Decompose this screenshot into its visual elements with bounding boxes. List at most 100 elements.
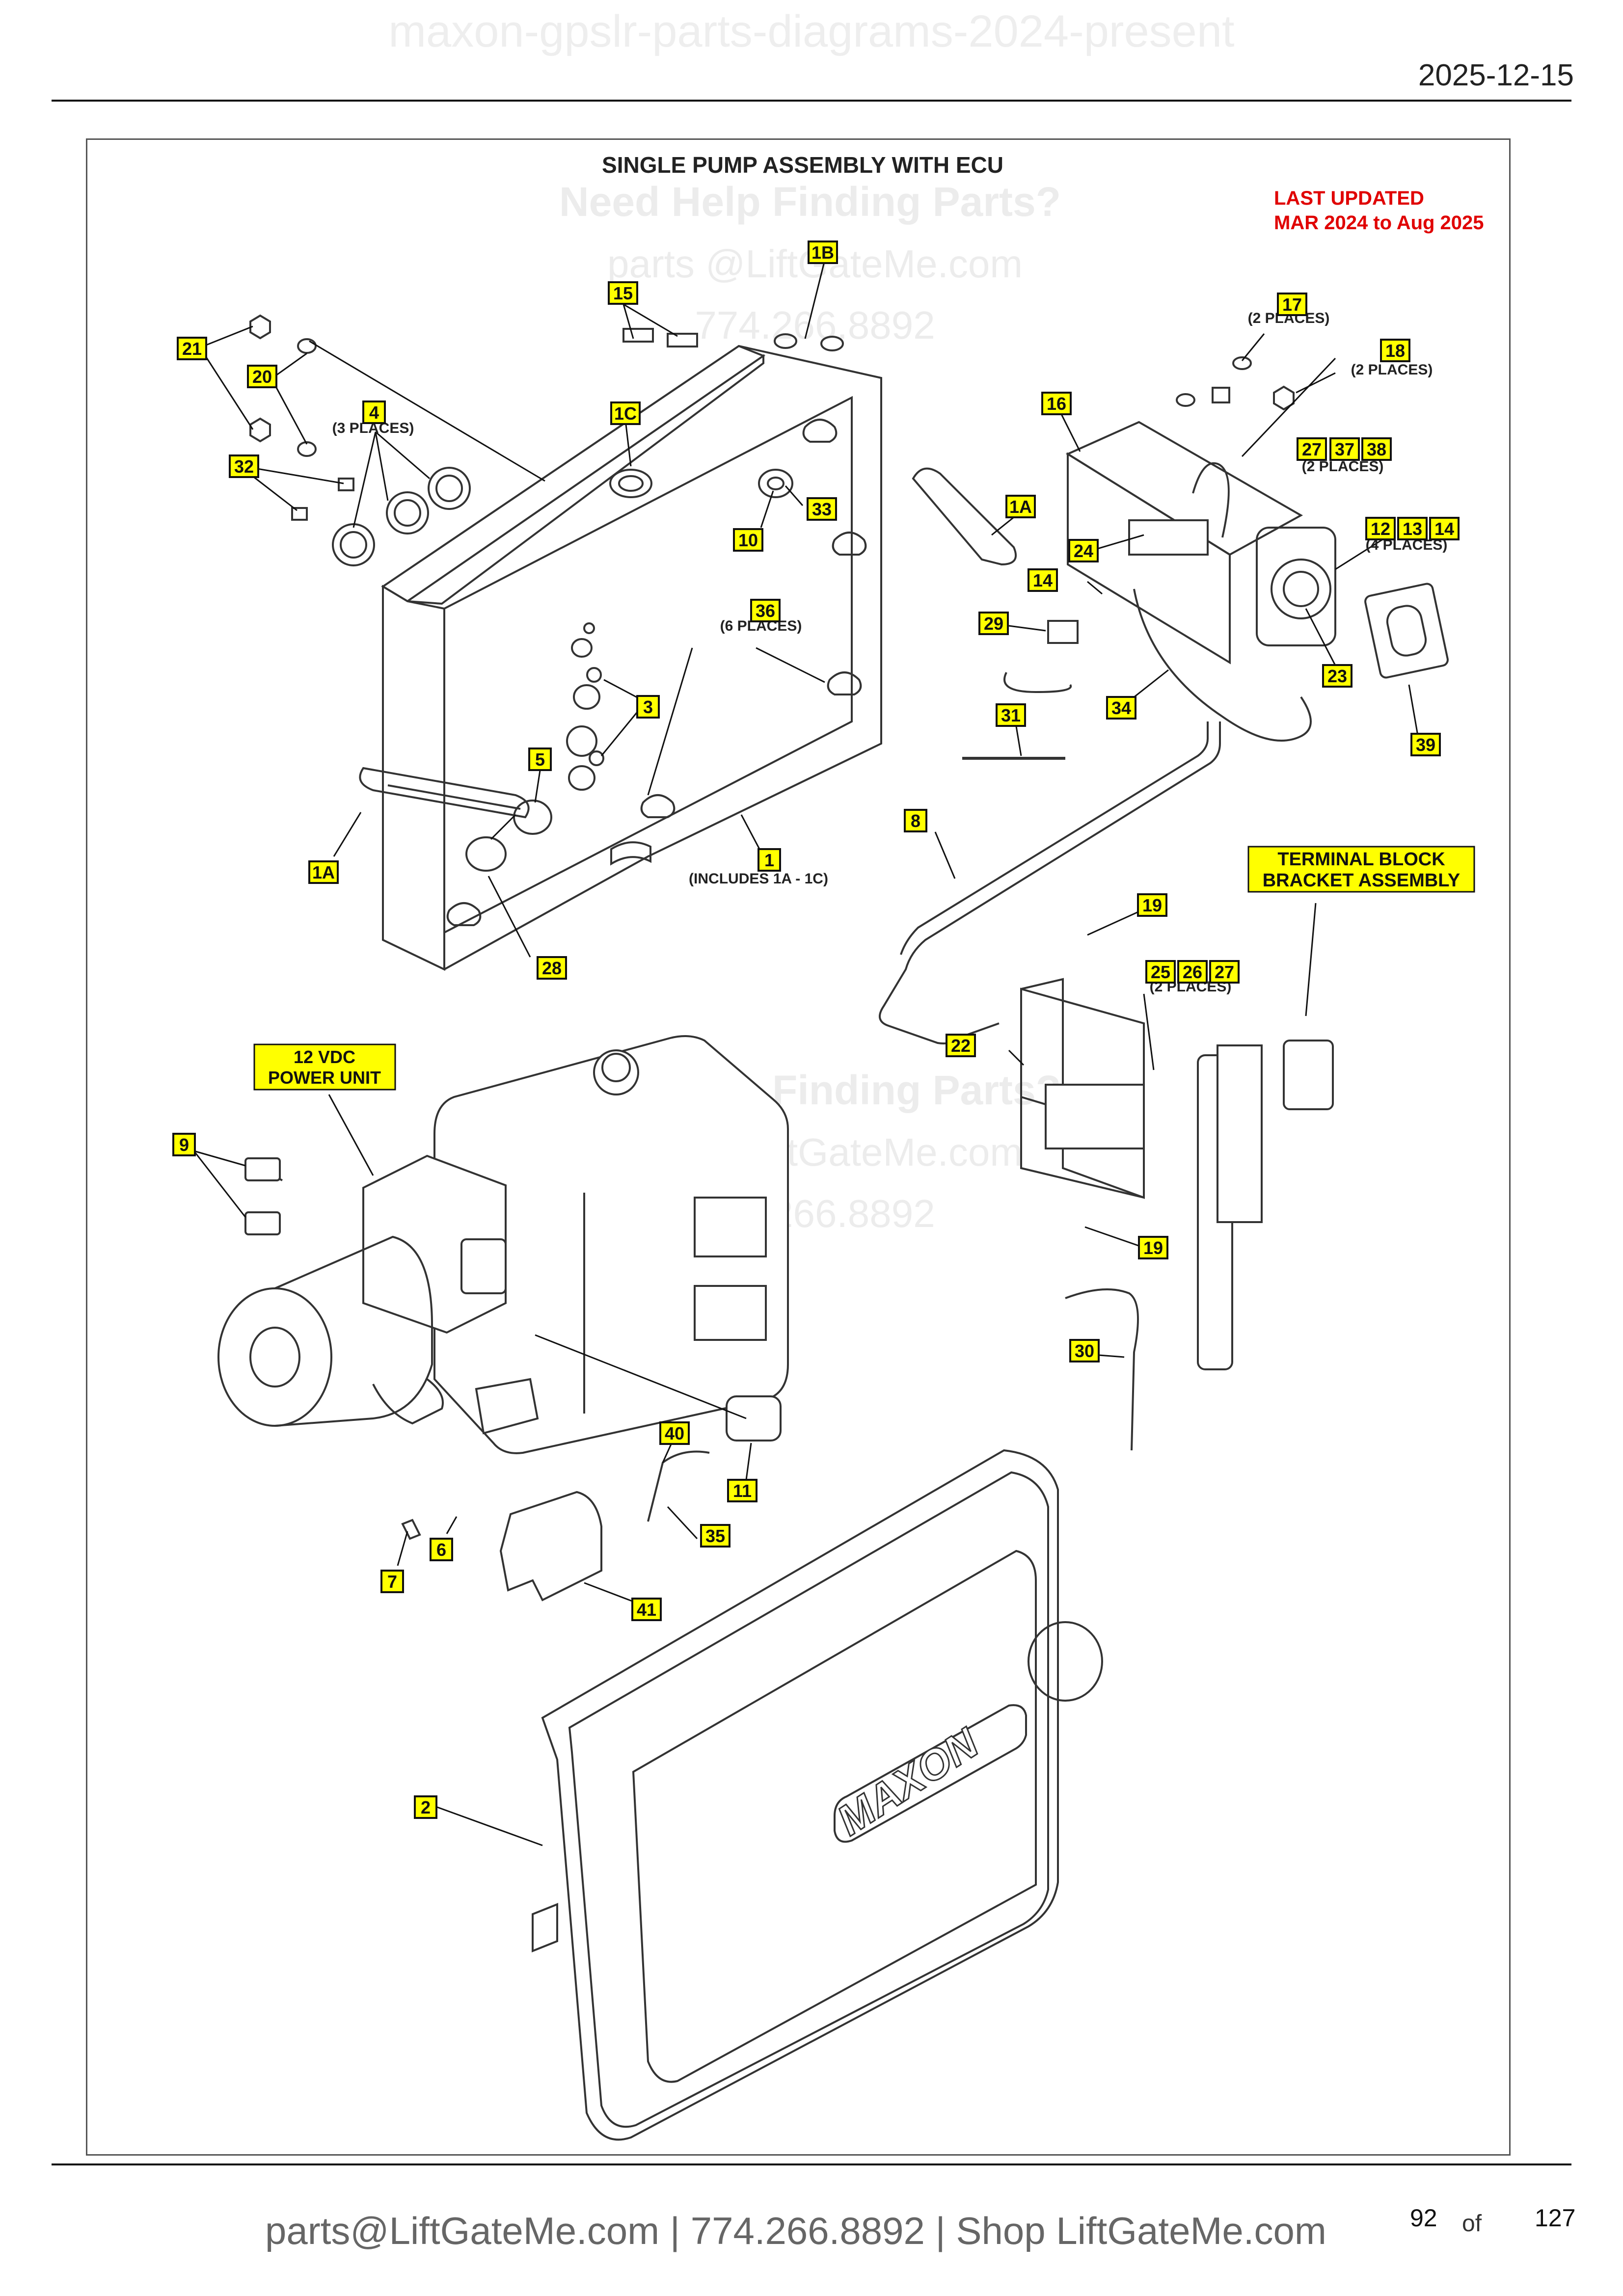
wire-34 [1133,588,1312,742]
callout-c7: 7 [380,1570,404,1593]
note-1: (INCLUDES 1A - 1C) [689,871,828,887]
svg-text:28: 28 [542,958,562,978]
boot-39 [1364,583,1449,679]
callout-c18: 18 [1380,339,1410,362]
svg-text:8: 8 [911,811,920,831]
svg-text:25: 25 [1151,962,1170,982]
callout-c34: 34 [1106,696,1136,720]
callout-c36: 36 [750,599,781,622]
callout-c1a-top: 1A [1005,495,1036,518]
callout-c29: 29 [978,612,1009,635]
help-watermark-1: Need Help Finding Parts? [559,179,1061,225]
bushings [332,467,471,566]
svg-text:1A: 1A [312,862,335,882]
callout-c1c: 1C [610,401,641,425]
terminal-bracket [1020,978,1334,1370]
callout-c21: 21 [177,337,207,360]
callout-c27a: 27 [1209,960,1240,984]
callout-c10: 10 [733,528,763,552]
callout-c1b: 1B [808,240,838,264]
svg-text:33: 33 [812,499,832,519]
diagram-title: SINGLE PUMP ASSEMBLY WITH ECU [602,152,1003,178]
callout-c39: 39 [1410,733,1441,756]
callout-c13: 13 [1397,517,1428,540]
callout-c24: 24 [1068,539,1099,562]
footer-rule [52,2163,1571,2165]
chain-link-right [912,467,1017,566]
wire-35 [647,1450,710,1522]
svg-text:26: 26 [1183,962,1202,982]
svg-text:16: 16 [1047,394,1066,414]
callout-c16: 16 [1041,392,1072,415]
svg-text:9: 9 [179,1135,189,1155]
svg-text:19: 19 [1142,895,1162,915]
svg-text:37: 37 [1335,439,1354,459]
callout-c19b: 19 [1138,1236,1168,1259]
svg-text:19: 19 [1143,1238,1163,1258]
callout-c33: 33 [807,497,837,521]
svg-text:14: 14 [1434,519,1454,539]
callout-c14a: 14 [1429,517,1460,540]
callout-c41: 41 [631,1598,662,1621]
last-updated-range: MAR 2024 to Aug 2025 [1274,212,1484,234]
page-number: 92 [1410,2204,1437,2232]
callout-c6: 6 [430,1538,453,1561]
svg-text:1A: 1A [1009,497,1032,517]
svg-text:30: 30 [1075,1341,1094,1361]
solenoid [1256,527,1336,646]
line-art: MAXON [217,314,1449,2141]
svg-text:1B: 1B [812,242,834,263]
callout-c4: 4 [362,400,386,424]
callout-c12: 12 [1365,517,1396,540]
svg-text:22: 22 [951,1036,971,1056]
terminal-label-2: BRACKET ASSEMBLY [1263,870,1461,891]
callout-c19a: 19 [1137,893,1167,917]
callout-c35: 35 [700,1524,730,1548]
header-rule [52,100,1571,102]
svg-text:27: 27 [1215,962,1234,982]
svg-text:7: 7 [387,1572,397,1592]
callout-c8: 8 [904,809,927,832]
svg-text:18: 18 [1385,341,1405,361]
page-of: of [1462,2211,1482,2237]
info-boxes: 12 VDC POWER UNIT TERMINAL BLOCK BRACKET… [253,846,1475,1091]
svg-text:14: 14 [1033,570,1053,590]
watermark-title: maxon-gpslr-parts-diagrams-2024-present [388,6,1235,56]
callout-c40: 40 [659,1421,690,1445]
svg-text:15: 15 [613,283,633,303]
svg-text:21: 21 [182,339,202,359]
svg-text:35: 35 [705,1526,725,1546]
svg-text:1: 1 [764,850,774,870]
svg-text:24: 24 [1074,541,1093,561]
callout-c37: 37 [1329,437,1360,461]
callout-c25: 25 [1145,960,1176,984]
callout-c14b: 14 [1028,568,1058,592]
callout-c26: 26 [1177,960,1208,984]
callout-c31: 31 [996,703,1026,727]
svg-text:29: 29 [984,614,1003,634]
wire-29 [1003,672,1072,694]
callout-c9: 9 [172,1133,196,1156]
svg-text:4: 4 [369,402,379,423]
svg-text:31: 31 [1001,705,1021,725]
svg-text:2: 2 [421,1797,431,1817]
footer-contact[interactable]: parts@LiftGateMe.com | 774.266.8892 | Sh… [265,2209,1326,2252]
bolt-7 [401,1519,421,1540]
cover-41 [499,1491,602,1602]
svg-text:39: 39 [1416,735,1435,755]
svg-text:11: 11 [733,1481,752,1501]
power-unit-label-1: 12 VDC [294,1047,355,1067]
svg-text:12: 12 [1371,519,1390,539]
power-unit [217,1035,789,1454]
svg-text:1C: 1C [614,403,637,424]
callout-c11: 11 [727,1479,757,1502]
svg-text:20: 20 [252,367,272,387]
enclosure-cover: MAXON [532,1449,1103,2141]
svg-text:41: 41 [637,1600,656,1620]
callout-c32: 32 [229,454,259,478]
help-watermark-3: 774.266.8892 [695,303,935,347]
callout-c27b: 27 [1297,437,1327,461]
header-date: 2025-12-15 [1418,58,1574,92]
svg-text:17: 17 [1282,294,1302,315]
